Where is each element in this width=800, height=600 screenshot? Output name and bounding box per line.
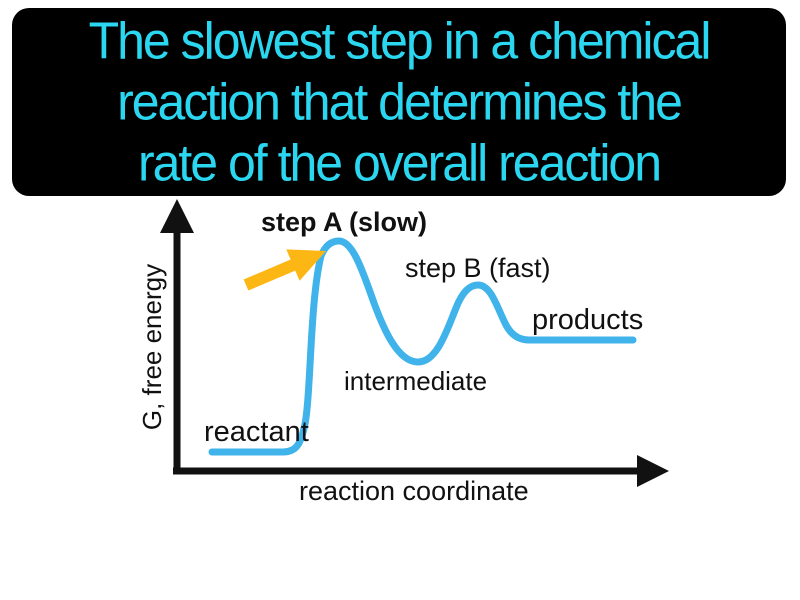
label-products: products — [532, 304, 644, 336]
definition-line-2: reaction that determines the — [117, 72, 683, 131]
label-intermediate: intermediate — [344, 366, 488, 396]
definition-line-1: The slowest step in a chemical — [88, 11, 712, 70]
x-axis-arrowhead-icon — [637, 455, 669, 487]
highlight-arrow-icon — [243, 249, 327, 291]
label-step-b: step B (fast) — [405, 253, 551, 283]
highlight-arrow-shape — [243, 249, 327, 291]
label-reactant: reactant — [204, 416, 309, 448]
y-axis-arrowhead-icon — [160, 199, 194, 233]
y-axis-label: G, free energy — [137, 263, 167, 431]
definition-line-3: rate of the overall reaction — [137, 133, 662, 192]
label-step-a: step A (slow) — [261, 207, 428, 237]
x-axis-label: reaction coordinate — [299, 476, 529, 506]
energy-curve — [208, 237, 637, 456]
definition-banner: The slowest step in a chemical reaction … — [12, 8, 786, 196]
